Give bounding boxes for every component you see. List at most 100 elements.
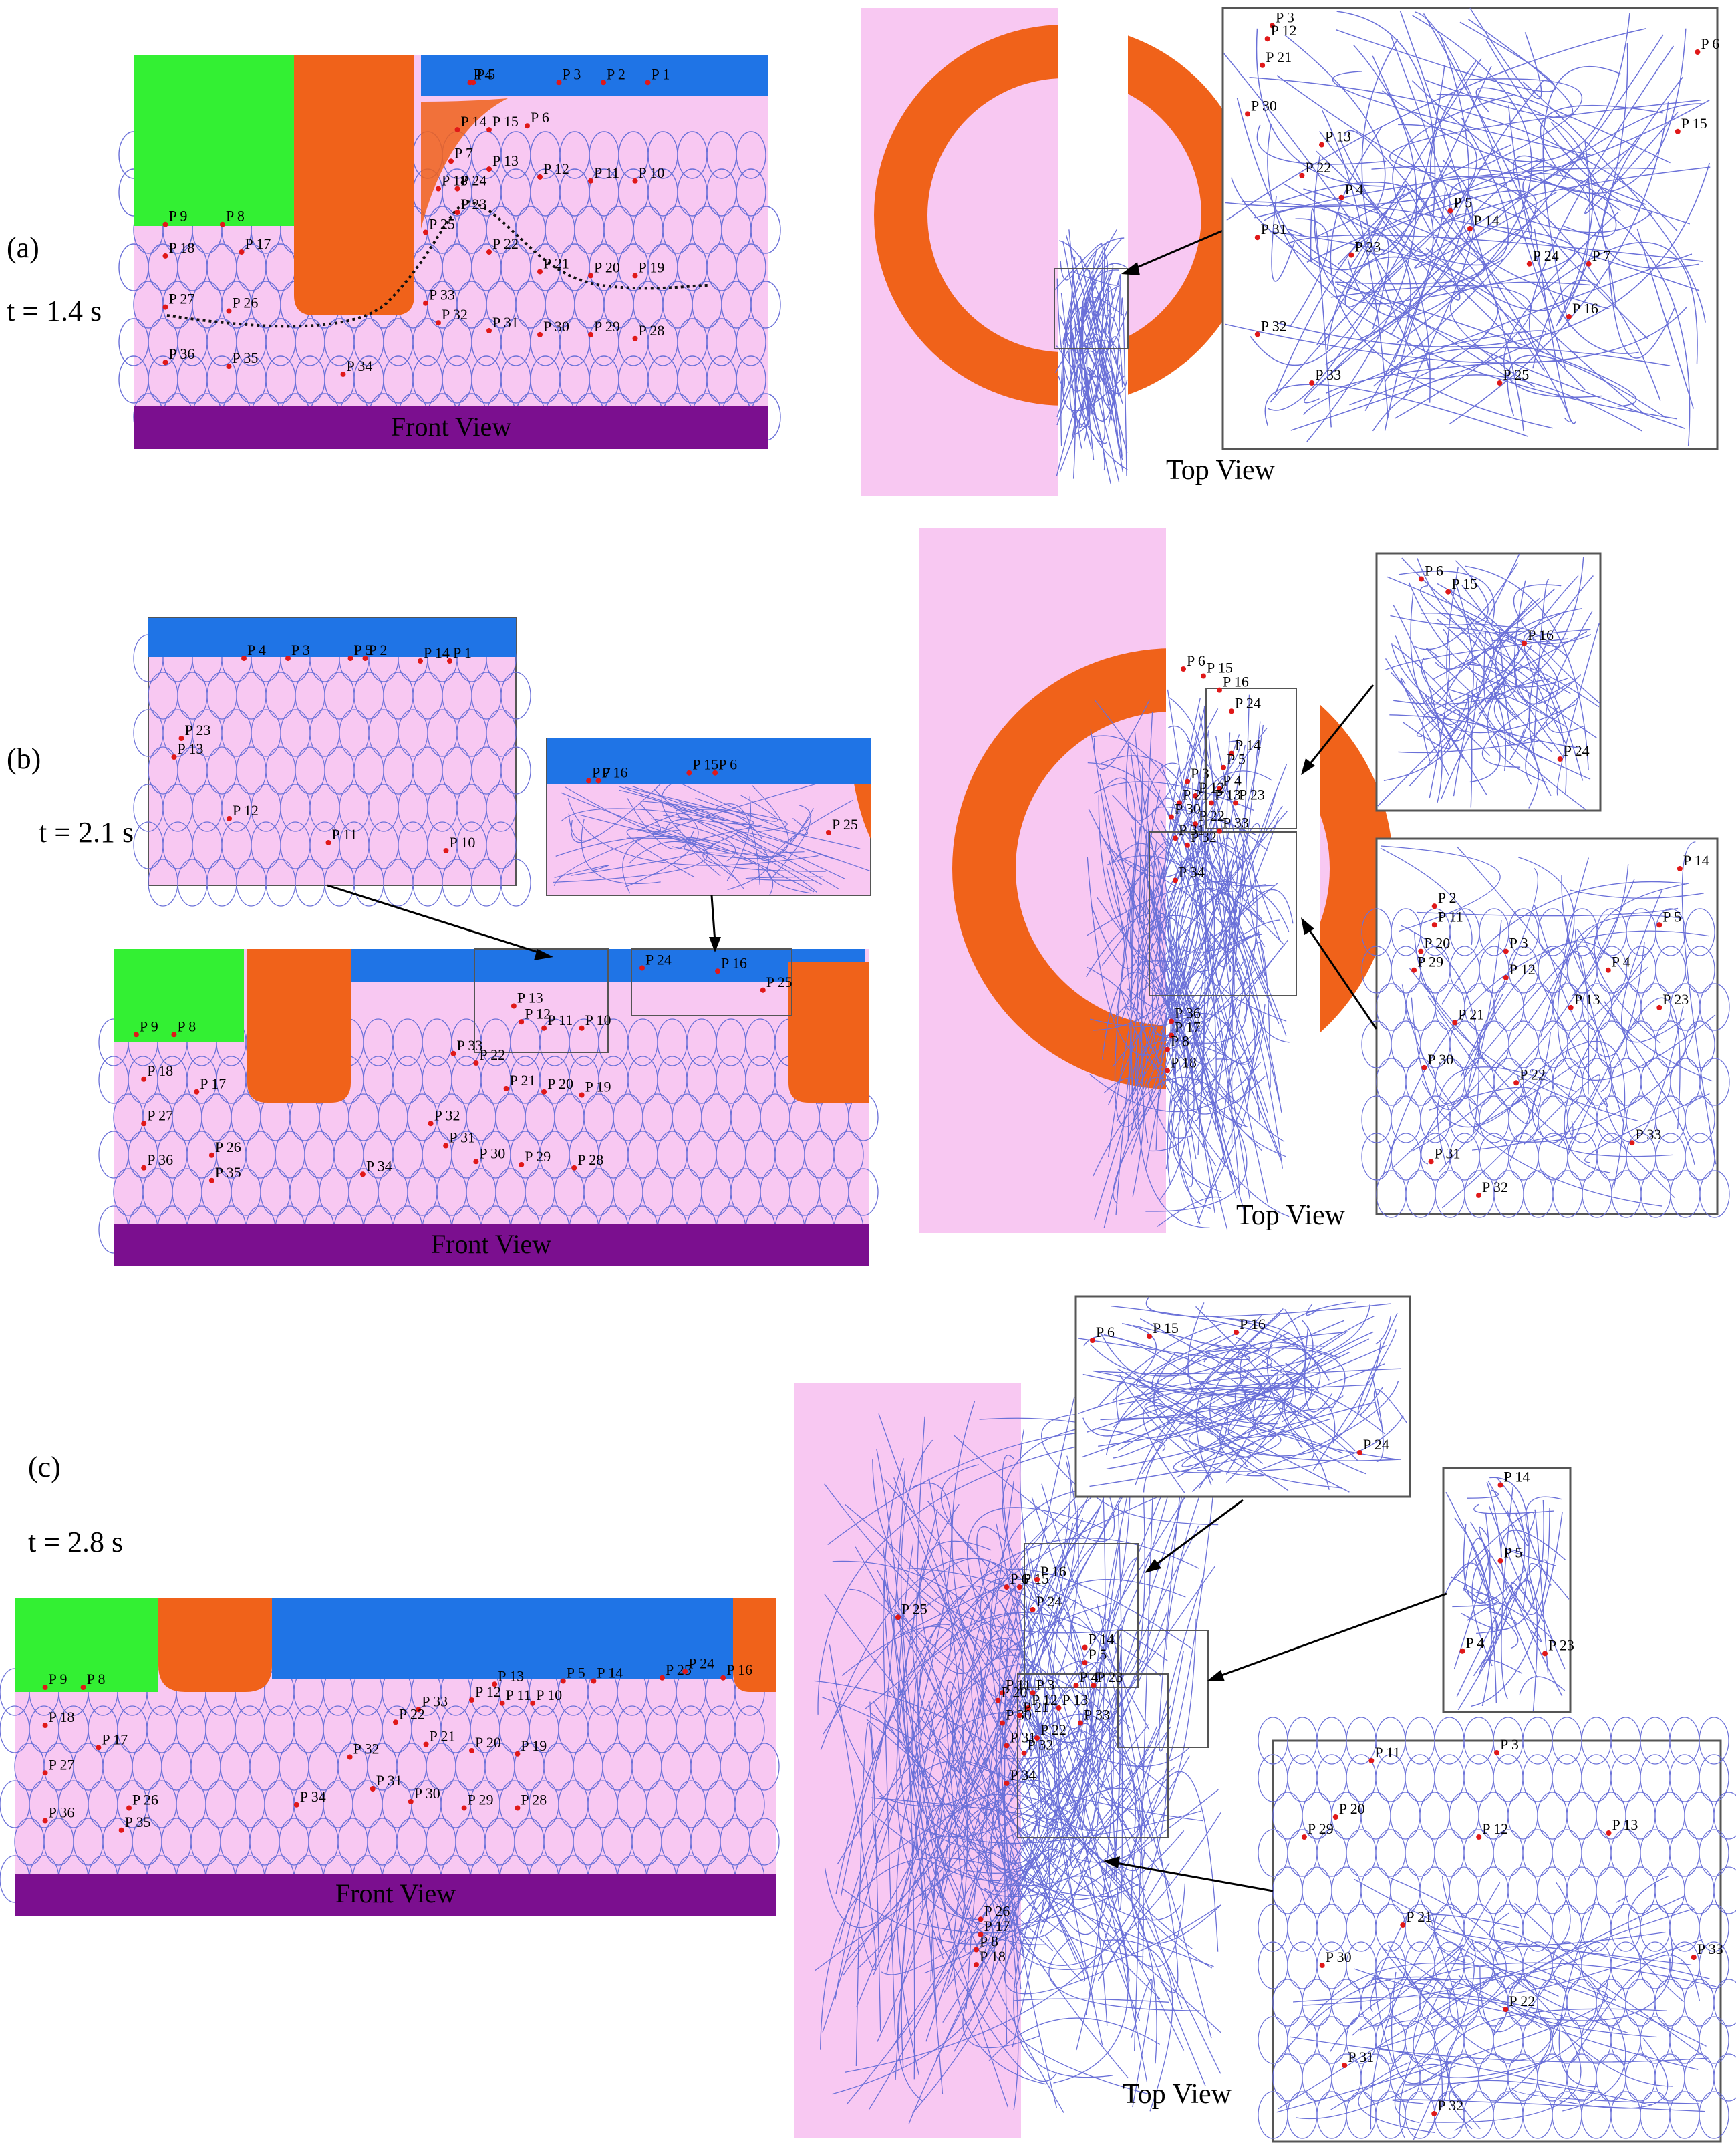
mesh-line — [1125, 708, 1219, 821]
mesh-line — [1602, 76, 1699, 269]
mesh-line — [1195, 1384, 1275, 1406]
mesh-line — [1126, 1006, 1217, 1167]
mesh-lines — [1380, 841, 1717, 1209]
mesh-line — [1325, 360, 1562, 394]
mesh-line — [988, 2017, 1160, 2062]
mesh-line — [1411, 879, 1635, 1152]
tracer-point-marker — [515, 1805, 521, 1811]
tracer-point-marker — [1030, 1690, 1036, 1696]
mesh-line — [1153, 966, 1238, 1064]
tracer-point-marker — [486, 249, 492, 255]
tracer-point-marker — [995, 1697, 1001, 1703]
mesh-line — [841, 1639, 1123, 1945]
mesh-line — [926, 1804, 994, 1854]
tracer-point-marker — [416, 1707, 422, 1713]
mesh-line — [1142, 895, 1189, 1201]
mesh-line — [1270, 213, 1475, 403]
tracer-point-marker — [1503, 948, 1509, 954]
mesh-line — [1421, 924, 1598, 1165]
tool-shoulder-right — [733, 1598, 776, 1692]
arrow-b2 — [710, 895, 716, 943]
tracer-point-label: P 13 — [492, 152, 519, 169]
mesh-line — [925, 1455, 1071, 2042]
mesh-line — [1391, 643, 1582, 749]
mesh-line — [1473, 1955, 1509, 2036]
mesh-line — [928, 1610, 1127, 1887]
tracer-point-marker — [1476, 1834, 1482, 1840]
tracer-point-label: P 29 — [1308, 1820, 1334, 1837]
mesh-line — [1465, 565, 1589, 770]
tracer-point-marker — [42, 1770, 48, 1776]
mesh-line — [1605, 1006, 1684, 1143]
mesh-line — [939, 1475, 1119, 1898]
mesh-line — [820, 1857, 1063, 2050]
tracer-point-label: P 15 — [1207, 660, 1233, 676]
tracer-point-marker — [660, 1675, 665, 1681]
tracer-point-label: P 18 — [1171, 1054, 1197, 1070]
mesh-line — [1608, 267, 1675, 359]
mesh-line — [625, 786, 755, 825]
mesh-line — [1093, 1304, 1370, 1375]
tracer-point-marker — [1301, 1834, 1307, 1840]
mesh-line — [1076, 1771, 1219, 2051]
tracer-point-label: P 30 — [543, 318, 569, 335]
mesh-line — [1514, 1902, 1626, 2112]
tracer-point-label: P 32 — [1261, 317, 1287, 334]
tracer-point-label: P 16 — [1223, 674, 1249, 690]
mesh-line — [654, 789, 787, 857]
mesh — [1361, 908, 1730, 1218]
mesh-line — [1087, 367, 1113, 415]
mesh-line — [1041, 1413, 1087, 1494]
tracer-point-marker — [171, 754, 177, 760]
tracer-point-label: P 1 — [652, 65, 670, 82]
mesh-line — [1513, 580, 1582, 704]
mesh-line — [843, 1686, 988, 1976]
tracer-point-label: P 31 — [376, 1772, 402, 1789]
mesh-line — [1099, 774, 1193, 1187]
tracer-point-label: P 17 — [102, 1731, 128, 1747]
mesh-line — [1394, 1986, 1510, 2124]
mesh-line — [1373, 1389, 1407, 1427]
tracer-point-marker — [469, 1697, 474, 1703]
mesh-line — [1453, 724, 1473, 808]
mesh-line — [1230, 819, 1266, 976]
mesh-line — [1335, 21, 1556, 92]
mesh-line — [1375, 1316, 1391, 1345]
tracer-point-label: P 33 — [1697, 1941, 1723, 1957]
tracer-point-label: P 22 — [1040, 1721, 1066, 1738]
mesh-line — [1437, 1066, 1577, 1165]
tracer-point-label: P 20 — [594, 259, 620, 275]
mesh-line — [1188, 1406, 1334, 1456]
mesh-line — [1360, 35, 1469, 339]
mesh-line — [1427, 996, 1530, 1125]
mesh-cell — [1699, 1829, 1729, 1877]
mesh-line — [1422, 711, 1490, 762]
mesh-line — [1429, 629, 1451, 799]
tracer-point-marker — [1357, 1450, 1362, 1455]
tracer-point-label: P 17 — [245, 235, 271, 252]
mesh-line — [1522, 81, 1706, 323]
tracer-point-marker — [601, 80, 606, 86]
mesh-line — [1062, 375, 1125, 412]
tracer-point-label: P 33 — [1315, 366, 1341, 383]
mesh-line — [1420, 585, 1571, 694]
mesh-line — [966, 1755, 1048, 2009]
tracer-point-marker — [1557, 756, 1563, 762]
mesh-line — [579, 814, 730, 854]
tracer-point-label: P 15 — [1681, 115, 1707, 132]
mesh-line — [1360, 1982, 1436, 2031]
tracer-point-label: P 3 — [1276, 9, 1294, 25]
tracer-point-marker — [1254, 331, 1260, 337]
mesh-line — [626, 829, 695, 878]
tracer-point-marker — [1522, 640, 1528, 646]
panel-c-label: (c) — [28, 1451, 61, 1483]
tracer-point-marker — [1173, 835, 1178, 841]
mesh-line — [1437, 1941, 1476, 1964]
mesh-line — [1416, 631, 1588, 737]
mesh-line — [1157, 1196, 1222, 1227]
mesh-line — [897, 1477, 1134, 2102]
tracer-point-label: P 20 — [1002, 1684, 1028, 1701]
tracer-point-marker — [285, 656, 291, 661]
tracer-point-label: P 9 — [140, 1018, 158, 1034]
